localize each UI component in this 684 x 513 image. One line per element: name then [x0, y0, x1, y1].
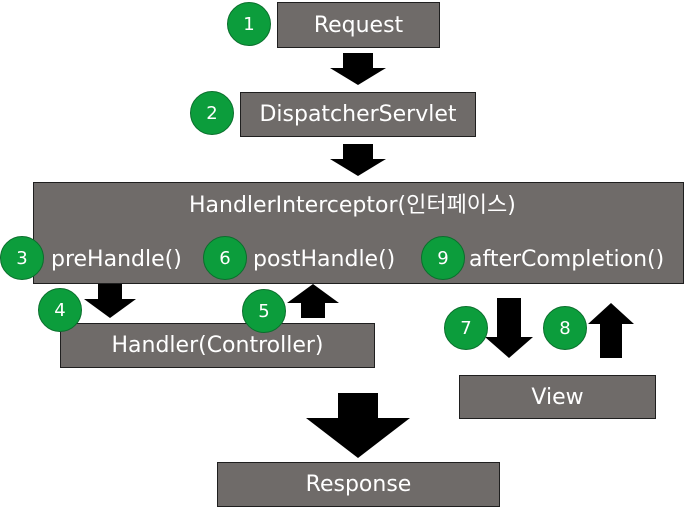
prehandle-label: preHandle() [51, 247, 182, 272]
handler-interceptor-label: HandlerInterceptor(인터페이스) [189, 193, 516, 218]
step-badge-7: 7 [444, 306, 488, 350]
step-badge-1: 1 [227, 2, 271, 46]
dispatcher-servlet-label: DispatcherServlet [259, 102, 457, 127]
step-badge-3: 3 [0, 236, 44, 280]
request-label: Request [313, 12, 404, 38]
step-badge-2: 2 [190, 91, 234, 135]
response-box: Response [217, 462, 500, 507]
arrow-prehandle-to-handler [84, 284, 136, 318]
posthandle-label: postHandle() [253, 247, 396, 272]
view-box: View [459, 375, 656, 419]
view-label: View [531, 384, 584, 410]
handler-controller-box: Handler(Controller) [60, 323, 375, 368]
arrow-handler-to-posthandle [287, 284, 339, 318]
arrow-to-view [485, 298, 533, 358]
step-badge-6: 6 [203, 236, 247, 280]
arrow-from-view [588, 303, 634, 358]
handler-interceptor-box [33, 182, 684, 284]
arrow-to-response [306, 393, 410, 458]
dispatcher-servlet-box: DispatcherServlet [240, 92, 476, 137]
arrow-request-to-dispatcher [330, 53, 386, 85]
step-badge-5: 5 [242, 289, 286, 333]
response-label: Response [305, 472, 412, 497]
step-badge-4: 4 [38, 288, 82, 332]
aftercompletion-label: afterCompletion() [469, 247, 665, 272]
step-badge-9: 9 [421, 236, 465, 280]
handler-controller-label: Handler(Controller) [111, 333, 324, 358]
request-box: Request [277, 2, 440, 48]
step-badge-8: 8 [543, 306, 587, 350]
arrow-dispatcher-to-interceptor [330, 144, 386, 176]
